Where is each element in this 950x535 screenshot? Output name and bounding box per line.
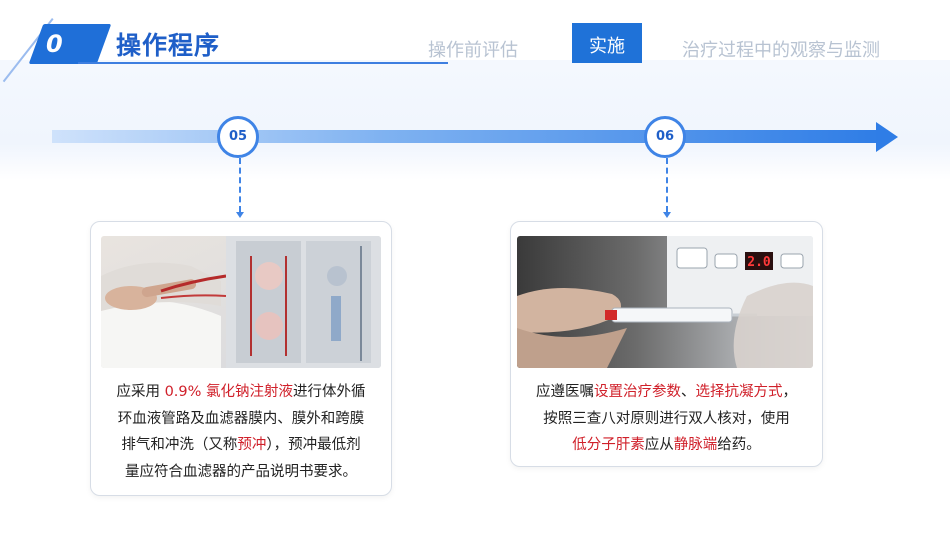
- card-text-line: 量应符合血滤器的产品说明书要求。: [91, 459, 391, 486]
- highlight-text: 低分子肝素: [572, 437, 645, 453]
- step-card-06: 2.0 应遵医嘱设置治疗参数、选择抗凝方式， 按照三查八对原则进行双人核对，使用低…: [510, 221, 823, 467]
- card-06-text: 应遵医嘱设置治疗参数、选择抗凝方式， 按照三查八对原则进行双人核对，使用低分子肝素…: [511, 379, 822, 459]
- text-segment: 给药。: [717, 437, 761, 453]
- card-text-line: 排气和冲洗（又称预冲），预冲最低剂: [91, 432, 391, 459]
- text-segment: 进行体外循: [293, 384, 366, 400]
- step-card-05: 应采用 0.9% 氯化钠注射液进行体外循环血液管路及血滤器膜内、膜外和跨膜排气和…: [90, 221, 392, 496]
- connector-dash-2: [666, 158, 668, 212]
- highlight-text: 设置治疗参数: [594, 384, 681, 400]
- title-underline: [78, 62, 448, 64]
- text-segment: ，: [782, 384, 798, 400]
- text-segment: 应采用: [116, 384, 165, 400]
- timeline-node-06: 06: [644, 116, 686, 158]
- card-text-line: 低分子肝素应从静脉端给药。: [511, 432, 822, 459]
- text-segment: ），预冲最低剂: [266, 437, 361, 453]
- syringe-injection-photo: 2.0: [517, 236, 813, 368]
- highlight-text: 静脉端: [673, 437, 718, 453]
- connector-arrow-2: [663, 212, 671, 218]
- timeline-arrow-head: [876, 122, 898, 152]
- nav-tab-monitoring[interactable]: 治疗过程中的观察与监测: [682, 40, 880, 61]
- text-segment: 按照三查八对原则进行双人核对，使用: [543, 410, 790, 427]
- text-segment: 排气和冲洗（又称: [121, 437, 238, 453]
- connector-arrow-1: [236, 212, 244, 218]
- nav-tab-pre-assessment[interactable]: 操作前评估: [428, 40, 518, 61]
- header-band: [0, 60, 950, 180]
- text-segment: 、: [681, 384, 696, 400]
- hemofiltration-photo: [101, 236, 381, 368]
- text-segment: 环血液管路及血滤器膜内、膜外和跨膜: [117, 410, 365, 427]
- pump-display: 2.0: [747, 255, 771, 270]
- text-segment: 量应符合血滤器的产品说明书要求。: [125, 463, 357, 480]
- card-text-line: 按照三查八对原则进行双人核对，使用: [511, 406, 822, 433]
- connector-dash-1: [239, 158, 241, 212]
- card-05-text: 应采用 0.9% 氯化钠注射液进行体外循环血液管路及血滤器膜内、膜外和跨膜排气和…: [91, 379, 391, 485]
- highlight-text: 选择抗凝方式: [695, 384, 783, 400]
- card-text-line: 应遵医嘱设置治疗参数、选择抗凝方式，: [511, 379, 822, 406]
- timeline-node-05: 05: [217, 116, 259, 158]
- page-title: 操作程序: [116, 31, 221, 60]
- card-text-line: 应采用 0.9% 氯化钠注射液进行体外循: [91, 379, 391, 406]
- highlight-text: 0.9% 氯化钠注射液: [164, 384, 294, 400]
- highlight-text: 预冲: [237, 437, 267, 453]
- card-text-line: 环血液管路及血滤器膜内、膜外和跨膜: [91, 406, 391, 433]
- text-segment: 应遵医嘱: [536, 384, 594, 400]
- text-segment: 应从: [644, 437, 674, 453]
- section-number: 0: [46, 30, 63, 58]
- nav-tab-implementation[interactable]: 实施: [572, 23, 642, 63]
- timeline-arrow-bar: [52, 130, 880, 143]
